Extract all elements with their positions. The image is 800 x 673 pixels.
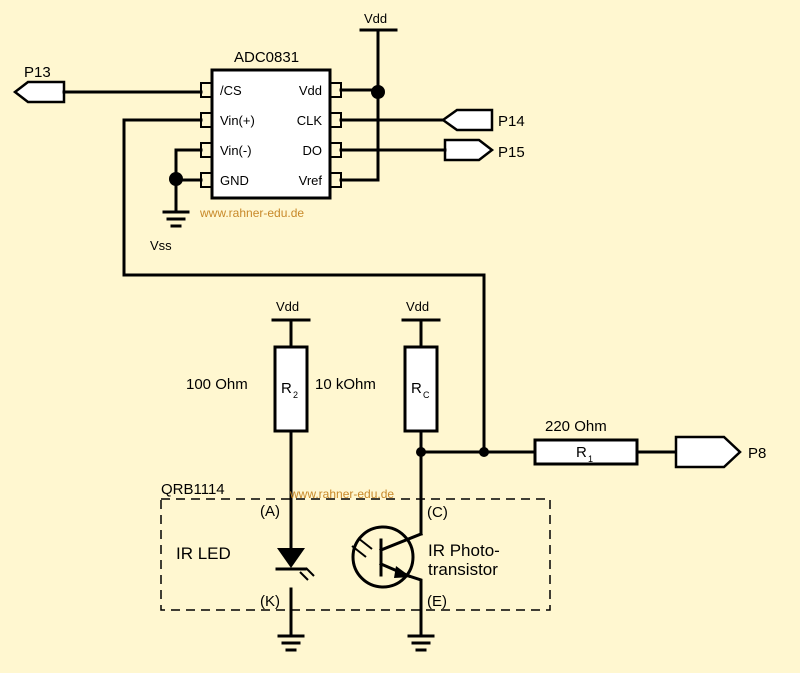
pin-stub-do (329, 142, 342, 158)
phototransistor-collector-leg (379, 532, 423, 552)
resistor-r1-name: R (576, 444, 587, 461)
junction-vin-plus (479, 447, 489, 457)
pin-label-cs: /CS (220, 83, 242, 98)
resistor-r2-value: 100 Ohm (186, 376, 248, 393)
pin-label-vin-minus: Vin(-) (220, 143, 252, 158)
pin-stub-clk (329, 112, 342, 128)
vss-label: Vss (150, 238, 172, 253)
sensor-dashed-box (160, 498, 551, 611)
resistor-r2-name: R (281, 380, 292, 397)
led-label: IR LED (176, 544, 231, 563)
port-p15-label: P15 (498, 144, 525, 161)
resistor-r1 (533, 438, 639, 466)
port-p13: P13 (12, 64, 203, 104)
r2-branch: Vdd R 2 100 Ohm (186, 299, 311, 550)
pin-label-do: DO (303, 143, 323, 158)
port-p13-arrow (12, 80, 66, 104)
vdd-rail-top: Vdd (339, 11, 398, 182)
pin-label-gnd: GND (220, 173, 249, 188)
rc-branch: Vdd R C 10 kOhm (315, 299, 441, 536)
sensor-qrb1114: QRB1114 www.rahner-edu.de (A) IR LED (K)… (160, 481, 551, 652)
adc-chip-body (210, 68, 332, 200)
watermark-top: www.rahner-edu.de (199, 206, 304, 220)
pin-stub-vdd (329, 82, 342, 98)
light-arrow-2 (351, 545, 367, 558)
junction-vdd (371, 85, 385, 99)
adc-chip-name: ADC0831 (234, 49, 299, 66)
port-p15-arrow (443, 138, 495, 162)
pin-stub-vin-minus (200, 142, 213, 158)
watermark-bottom: www.rahner-edu.de (289, 487, 394, 501)
resistor-r2-sub: 2 (293, 390, 298, 400)
led-emission-arrow-1 (299, 571, 309, 581)
pin-stub-gnd (200, 172, 213, 188)
transistor-label-line2: transistor (428, 560, 498, 579)
pin-stub-cs (200, 82, 213, 98)
pin-label-vin-plus: Vin(+) (220, 113, 255, 128)
phototransistor-circle (351, 525, 415, 589)
led-emission-arrow-2 (305, 567, 315, 577)
wire-emitter-ground (407, 574, 423, 638)
transistor-collector-label: (C) (427, 504, 448, 521)
port-p13-label: P13 (24, 64, 51, 81)
output-branch: R 1 220 Ohm P8 (416, 418, 766, 469)
wire-vin-plus-loop (122, 118, 486, 454)
transistor-label-line1: IR Photo- (428, 541, 500, 560)
transistor-emitter-label: (E) (427, 593, 447, 610)
resistor-rc-value: 10 kOhm (315, 376, 376, 393)
vdd-r2-label: Vdd (276, 299, 299, 314)
pin-label-vref: Vref (299, 173, 323, 188)
junction-collector (416, 447, 426, 457)
port-p8-arrow (674, 435, 742, 469)
sensor-name: QRB1114 (161, 481, 225, 498)
port-p14: P14 (339, 108, 525, 132)
adc-chip: ADC0831 /CS Vin(+) Vin(-) GND Vdd CLK DO… (200, 49, 342, 200)
pin-label-clk: CLK (297, 113, 323, 128)
resistor-rc-sub: C (423, 390, 430, 400)
pin-label-vdd: Vdd (299, 83, 322, 98)
light-arrow-1 (357, 537, 373, 550)
pin-stub-vref (329, 172, 342, 188)
led-diode-symbol (277, 548, 305, 568)
led-anode-label: (A) (260, 503, 280, 520)
vdd-rc-label: Vdd (406, 299, 429, 314)
port-p14-arrow (440, 108, 494, 132)
port-p15: P15 (339, 138, 525, 162)
led-cathode-label: (K) (260, 593, 280, 610)
pin-stub-vin-plus (200, 112, 213, 128)
phototransistor-emitter-arrow (394, 566, 411, 578)
junction-gnd (169, 172, 183, 186)
resistor-rc-name: R (411, 380, 422, 397)
vss-ground: Vss (150, 148, 203, 253)
resistor-r1-sub: 1 (588, 454, 593, 464)
resistor-r1-value: 220 Ohm (545, 418, 607, 435)
port-p8-label: P8 (748, 445, 766, 462)
vdd-top-label: Vdd (364, 11, 387, 26)
port-p14-label: P14 (498, 113, 525, 130)
